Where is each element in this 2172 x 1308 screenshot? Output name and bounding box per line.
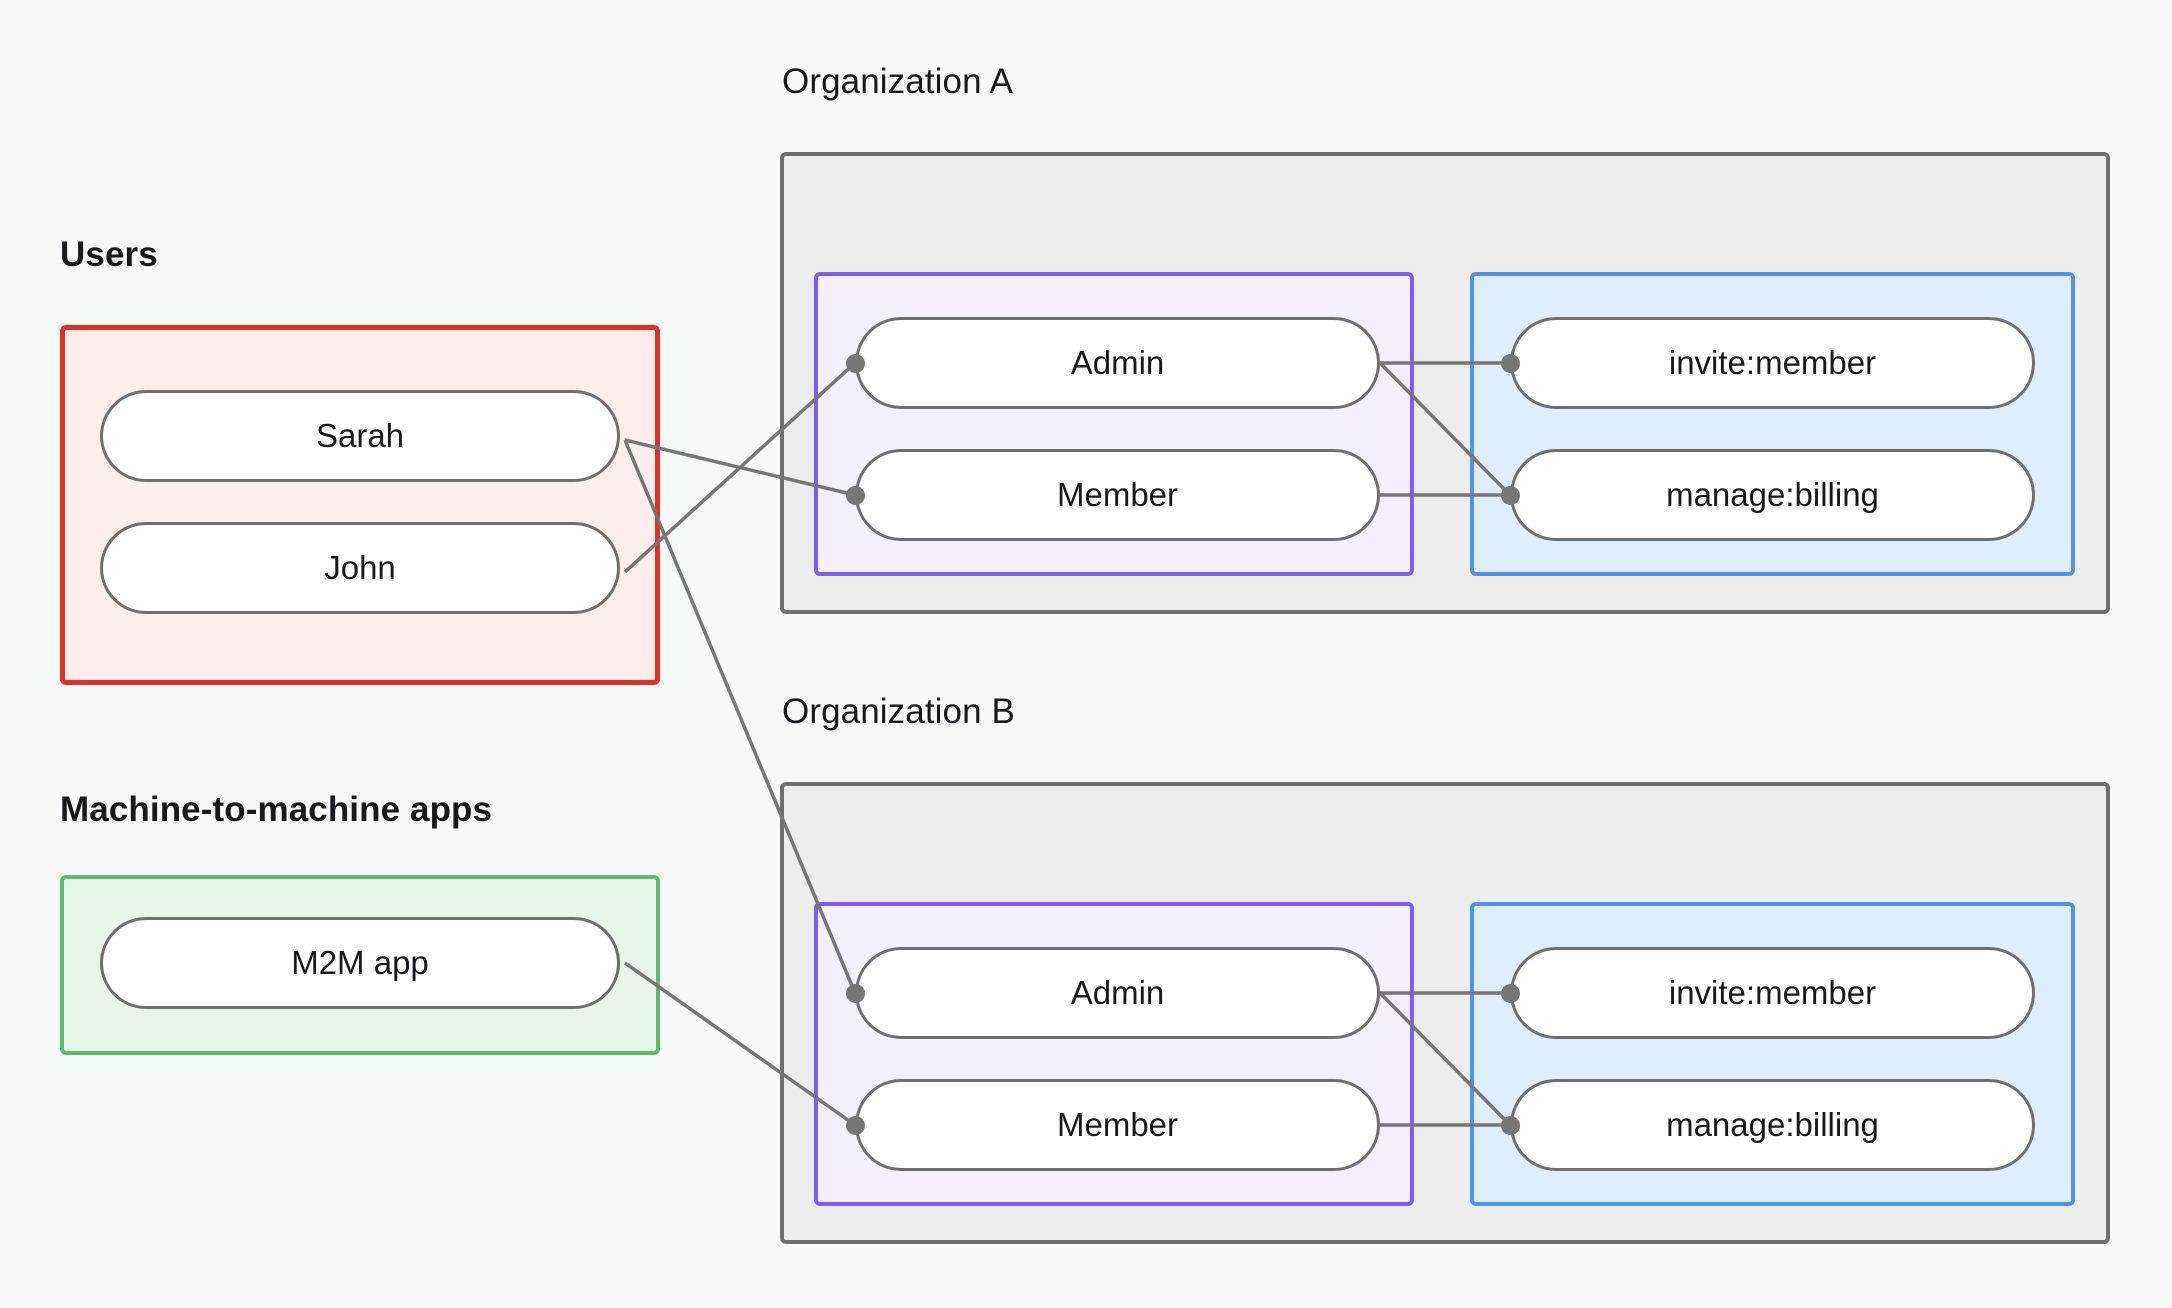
org-a-role-pill-member[interactable]: Member — [855, 449, 1380, 541]
org-b-permission-pill-invite-member[interactable]: invite:member — [1510, 947, 2035, 1039]
users-group-title: Users — [60, 235, 158, 274]
m2m-group-title: Machine-to-machine apps — [60, 790, 493, 829]
org-b-role-admin-in-dot — [846, 984, 865, 1003]
m2m-pill-app[interactable]: M2M app — [100, 917, 620, 1009]
org-b-role-member-in-dot — [846, 1116, 865, 1135]
org-a-permission-pill-invite-member[interactable]: invite:member — [1510, 317, 2035, 409]
org-b-role-pill-member[interactable]: Member — [855, 1079, 1380, 1171]
user-pill-john[interactable]: John — [100, 522, 620, 614]
org-b-permission-invite-in-dot — [1501, 984, 1520, 1003]
org-a-role-admin-in-dot — [846, 354, 865, 373]
org-b-permission-pill-manage-billing[interactable]: manage:billing — [1510, 1079, 2035, 1171]
org-b-title: Organization B — [782, 692, 1015, 731]
org-a-permission-billing-in-dot — [1501, 486, 1520, 505]
org-a-permission-pill-manage-billing[interactable]: manage:billing — [1510, 449, 2035, 541]
users-group-box — [60, 325, 660, 685]
user-pill-sarah[interactable]: Sarah — [100, 390, 620, 482]
org-b-role-pill-admin[interactable]: Admin — [855, 947, 1380, 1039]
org-a-title: Organization A — [782, 62, 1013, 101]
org-a-role-pill-admin[interactable]: Admin — [855, 317, 1380, 409]
org-b-permission-billing-in-dot — [1501, 1116, 1520, 1135]
org-a-role-member-in-dot — [846, 486, 865, 505]
org-a-permission-invite-in-dot — [1501, 354, 1520, 373]
